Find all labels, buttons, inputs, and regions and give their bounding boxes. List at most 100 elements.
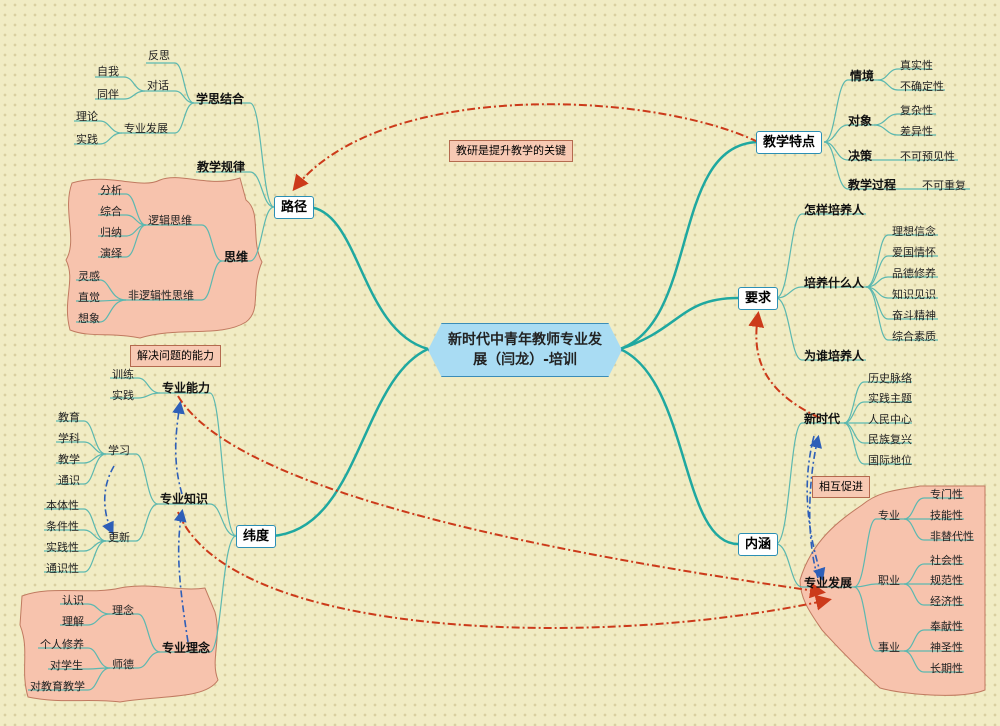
node-fansi[interactable]: 反思: [148, 49, 170, 62]
node-juece[interactable]: 决策: [848, 149, 873, 163]
node-tongban[interactable]: 同伴: [97, 88, 119, 101]
node-feiluoji[interactable]: 非逻辑性思维: [128, 289, 194, 302]
node-siwei[interactable]: 思维: [224, 250, 249, 264]
node-ziwo[interactable]: 自我: [97, 65, 119, 78]
node-lilun[interactable]: 理论: [76, 110, 98, 123]
node-xunlian[interactable]: 训练: [112, 368, 134, 381]
node-shiye-1[interactable]: 神圣性: [930, 641, 963, 654]
node-xueke[interactable]: 学科: [58, 432, 80, 445]
node-shide[interactable]: 师德: [112, 658, 134, 671]
node-zhijue[interactable]: 直觉: [78, 291, 100, 304]
central-title-line2: 展（闫龙）-培训: [473, 352, 577, 368]
node-zenyang[interactable]: 怎样培养人: [804, 203, 865, 217]
relation-zhishi-nengli: [172, 400, 185, 495]
topic-weidu[interactable]: 纬度: [236, 525, 277, 548]
node-nengli-shijian[interactable]: 实践: [112, 389, 134, 402]
node-bentixing[interactable]: 本体性: [46, 499, 79, 512]
node-qingjing-a[interactable]: 真实性: [900, 59, 933, 72]
relation-jiaoxue-lujing: [292, 103, 759, 192]
node-peiyang[interactable]: 培养什么人: [804, 276, 865, 290]
topic-jiaoxue-tedian[interactable]: 教学特点: [756, 131, 823, 154]
node-zhiye[interactable]: 职业: [878, 574, 900, 587]
topic-yaoqiu[interactable]: 要求: [738, 287, 779, 310]
node-zhuanyefazhan[interactable]: 专业发展: [124, 122, 168, 135]
node-juece-a[interactable]: 不可预见性: [900, 150, 955, 163]
relation-fazhan-xinshidai: [808, 434, 823, 579]
node-duixiang-b[interactable]: 差异性: [900, 125, 933, 138]
node-peiyang-4[interactable]: 奋斗精神: [892, 309, 936, 322]
node-zhiye-2[interactable]: 经济性: [930, 595, 963, 608]
node-linggan[interactable]: 灵感: [78, 270, 100, 283]
node-tongshixing[interactable]: 通识性: [46, 562, 79, 575]
node-zhuanye[interactable]: 专业: [878, 509, 900, 522]
node-duijiaoyu[interactable]: 对教育教学: [30, 680, 85, 693]
topic-neihan[interactable]: 内涵: [738, 533, 779, 556]
node-xinshidai-2[interactable]: 人民中心: [868, 413, 912, 426]
node-duixuesheng[interactable]: 对学生: [50, 659, 83, 672]
node-shiye-0[interactable]: 奉献性: [930, 620, 963, 633]
node-xuexi[interactable]: 学习: [108, 444, 130, 457]
node-zhuanye-2[interactable]: 非替代性: [930, 530, 974, 543]
node-nengli[interactable]: 专业能力: [162, 381, 211, 395]
node-guocheng-a[interactable]: 不可重复: [922, 179, 966, 192]
node-qingjing[interactable]: 情境: [850, 69, 875, 83]
node-peiyang-2[interactable]: 品德修养: [892, 267, 936, 280]
node-fenxi[interactable]: 分析: [100, 184, 122, 197]
siwei-cloud: [65, 177, 263, 339]
node-jiaoyu[interactable]: 教育: [58, 411, 80, 424]
topic-lujing[interactable]: 路径: [274, 196, 315, 219]
node-peiyang-1[interactable]: 爱国情怀: [892, 246, 936, 259]
node-xiangxiang[interactable]: 想象: [78, 312, 100, 325]
node-xinshidai-4[interactable]: 国际地位: [868, 454, 912, 467]
node-zhishi[interactable]: 专业知识: [160, 492, 209, 506]
node-jiaoxue[interactable]: 教学: [58, 453, 80, 466]
callout-huxiang[interactable]: 相互促进: [812, 476, 870, 498]
node-shiye-2[interactable]: 长期性: [930, 662, 963, 675]
callout-jiaoyan[interactable]: 教研是提升教学的关键: [449, 140, 573, 162]
node-renshi[interactable]: 认识: [62, 594, 84, 607]
fazhan-cloud: [799, 485, 986, 696]
linian-cloud: [19, 585, 219, 703]
node-peiyang-5[interactable]: 综合素质: [892, 330, 936, 343]
callout-jiejue[interactable]: 解决问题的能力: [130, 345, 221, 367]
node-zhuanye-1[interactable]: 技能性: [930, 509, 963, 522]
node-zhiye-0[interactable]: 社会性: [930, 554, 963, 567]
node-tiaojianxing[interactable]: 条件性: [46, 520, 79, 533]
node-weishui[interactable]: 为谁培养人: [804, 349, 865, 363]
node-shijianxing[interactable]: 实践性: [46, 541, 79, 554]
node-xinshidai-1[interactable]: 实践主题: [868, 392, 912, 405]
node-duixiang[interactable]: 对象: [848, 114, 873, 128]
node-duihua[interactable]: 对话: [147, 79, 169, 92]
node-shiye[interactable]: 事业: [878, 641, 900, 654]
node-duixiang-a[interactable]: 复杂性: [900, 104, 933, 117]
node-zhuanye-0[interactable]: 专门性: [930, 488, 963, 501]
node-zhiye-1[interactable]: 规范性: [930, 574, 963, 587]
node-gerenxiuyang[interactable]: 个人修养: [40, 638, 84, 651]
node-gengxin[interactable]: 更新: [108, 531, 130, 544]
node-linian-sub[interactable]: 理念: [112, 604, 134, 617]
node-peiyang-3[interactable]: 知识见识: [892, 288, 936, 301]
node-luoji[interactable]: 逻辑思维: [148, 214, 192, 227]
node-qingjing-b[interactable]: 不确定性: [900, 80, 944, 93]
node-xinshidai-3[interactable]: 民族复兴: [868, 433, 912, 446]
node-lijie[interactable]: 理解: [62, 615, 84, 628]
node-zonghe[interactable]: 综合: [100, 205, 122, 218]
relation-xinshidai-yaoqiu: [748, 311, 821, 419]
node-shijian[interactable]: 实践: [76, 133, 98, 146]
relation-xuexi-gengxin: [102, 465, 115, 535]
node-xinshidai-0[interactable]: 历史脉络: [868, 372, 912, 385]
node-linian[interactable]: 专业理念: [162, 641, 211, 655]
node-guilv[interactable]: 教学规律: [197, 160, 246, 174]
node-guina[interactable]: 归纳: [100, 226, 122, 239]
node-fazhan[interactable]: 专业发展: [804, 576, 853, 590]
central-topic[interactable]: 新时代中青年教师专业发 展（闫龙）-培训: [428, 323, 622, 377]
node-xuesi[interactable]: 学思结合: [196, 92, 245, 106]
relation-linian-zhishi: [173, 508, 189, 643]
node-tongshi[interactable]: 通识: [58, 474, 80, 487]
relation-zhishi-fazhan: [177, 511, 832, 629]
node-yanyi[interactable]: 演绎: [100, 247, 122, 260]
node-xinshidai[interactable]: 新时代: [804, 412, 841, 426]
node-guocheng[interactable]: 教学过程: [848, 178, 897, 192]
node-peiyang-0[interactable]: 理想信念: [892, 225, 936, 238]
